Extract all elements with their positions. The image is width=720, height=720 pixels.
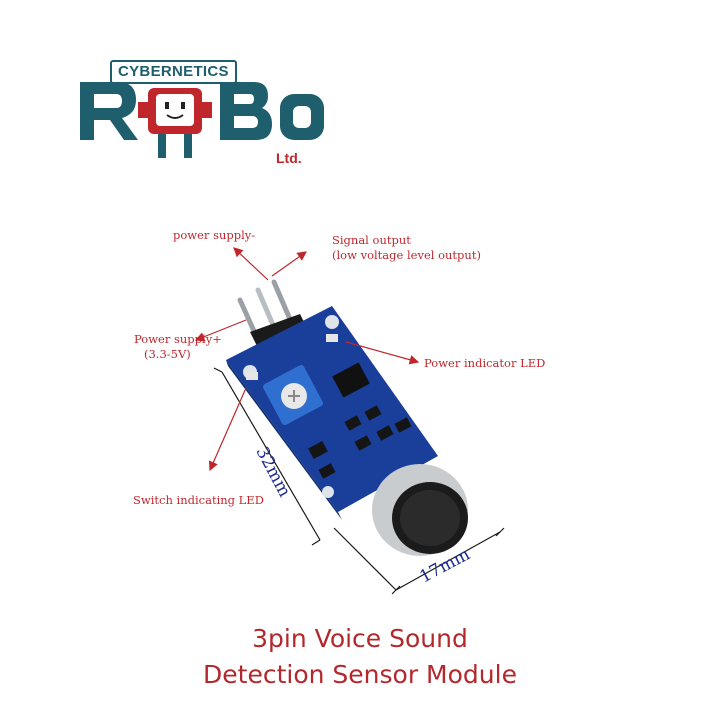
pcb-board bbox=[226, 306, 438, 520]
callout-switch-led: Switch indicating LED bbox=[133, 493, 264, 507]
callout-power-minus: power supply- bbox=[173, 228, 256, 242]
caption-line-1: 3pin Voice Sound bbox=[252, 624, 468, 653]
logo-band-text: CYBERNETICS bbox=[110, 60, 237, 84]
robo-logo-mark bbox=[80, 82, 324, 158]
microphone-capsule bbox=[372, 464, 468, 556]
callout-power-plus-sub: (3.3-5V) bbox=[144, 347, 191, 361]
caption-line-2: Detection Sensor Module bbox=[203, 660, 517, 689]
company-logo: CYBERNETICS Ltd. bbox=[78, 52, 338, 172]
dimension-lines bbox=[213, 367, 505, 595]
callout-power-led: Power indicator LED bbox=[424, 356, 546, 370]
callout-arrows bbox=[194, 247, 420, 472]
logo-ltd-text: Ltd. bbox=[276, 150, 302, 166]
sensor-module-photo bbox=[194, 247, 505, 595]
callout-signal-output-sub: (low voltage level output) bbox=[332, 248, 481, 262]
callout-power-plus: Power supply+ bbox=[134, 332, 222, 346]
callout-signal-output: Signal output bbox=[332, 233, 411, 247]
